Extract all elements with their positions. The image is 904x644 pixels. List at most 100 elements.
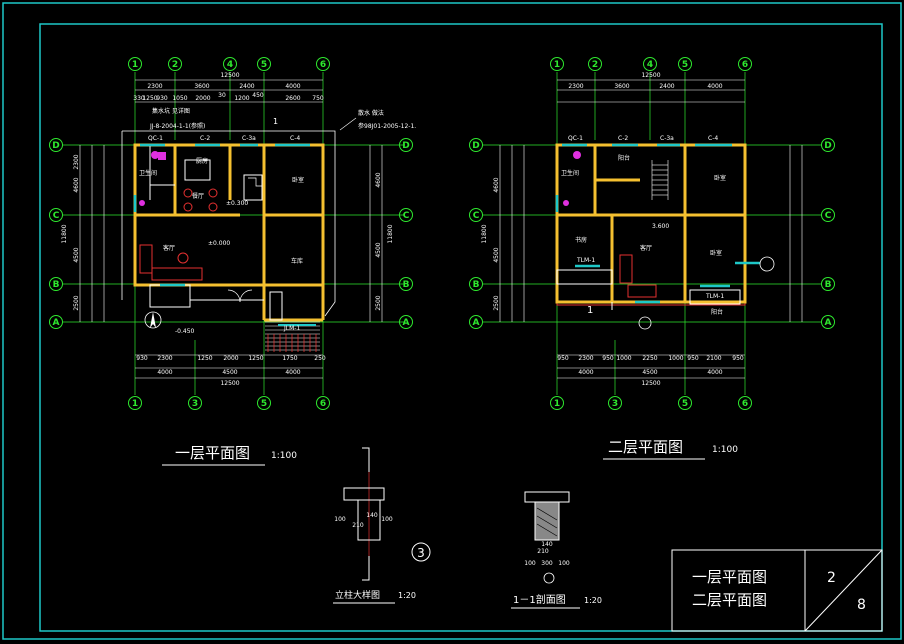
axis2-label-right-A: A <box>825 318 832 328</box>
note-apron-ref: 参98J01-2005-12-1. <box>358 122 416 130</box>
dim-first-top-span-3: 2400 <box>239 83 254 90</box>
room-dining-label: 餐厅 <box>192 192 204 200</box>
room-wc-label: 卫生间 <box>139 169 157 177</box>
axis-label-right-A: A <box>403 318 410 328</box>
sheet-total: 8 <box>857 597 866 613</box>
door2-tlm-b: TLM-1 <box>705 293 724 300</box>
axis2-label-left-C: C <box>473 211 480 221</box>
section-1-1: 140 210 100 300 100 1－1剖面图 1:20 <box>511 491 602 609</box>
dim-first-bottom-detail-7: 250 <box>314 355 326 362</box>
room2-bedroom-b-label: 卧室 <box>710 249 722 257</box>
section-title: 1－1剖面图 <box>513 593 566 606</box>
note-sump-ref: JJ-8-2004-1-1(参照) <box>149 122 205 130</box>
elevation-first-2: ±0.000 <box>208 240 230 247</box>
garage-door-label: JLM-1 <box>283 325 300 332</box>
room2-study-label: 书房 <box>575 236 587 244</box>
dim-second-bottom-span-2: 4500 <box>642 369 657 376</box>
axis-label-bottom-1: 1 <box>132 399 138 409</box>
room-garage-label: 车库 <box>291 257 303 265</box>
axis-label-right-D: D <box>402 141 409 151</box>
dim-first-top-span-4: 4000 <box>285 83 300 90</box>
axis-label-top-5: 6 <box>320 60 326 70</box>
axis2-label-left-A: A <box>473 318 480 328</box>
dim-first-right-3: 2500 <box>375 295 382 310</box>
dim-second-overall-bottom: 12500 <box>641 380 660 387</box>
dim-second-bottom-detail-5: 2250 <box>642 355 657 362</box>
dim-second-bottom-detail-8: 2100 <box>706 355 721 362</box>
room2-balcony-a-label: 阳台 <box>618 154 630 162</box>
room-living-label: 客厅 <box>163 244 175 252</box>
column-detail-title: 立柱大样图 <box>335 589 380 601</box>
dim-first-left-1: 2300 <box>73 154 80 169</box>
axis-label-top-3: 4 <box>227 60 233 70</box>
win-second-c4: C-4 <box>708 135 718 142</box>
room2-living-label: 客厅 <box>640 244 652 252</box>
dim-first-top-detail-3: 930 <box>156 95 168 102</box>
dim-first-right-2: 4500 <box>375 242 382 257</box>
axis-label-top-2: 2 <box>172 60 178 70</box>
dim-first-bottom-span-1: 4000 <box>157 369 172 376</box>
elevation-first-1: ±0.300 <box>226 200 248 207</box>
axis2-label-top-4: 5 <box>682 60 688 70</box>
column-dim-4: 100 <box>381 516 393 523</box>
dim-first-left-3: 4500 <box>73 247 80 262</box>
dim-first-top-span-1: 2300 <box>147 83 162 90</box>
dim-second-left-2: 4500 <box>493 247 500 262</box>
detail-marker-3: 3 <box>417 546 425 560</box>
dim-second-top-span-3: 2400 <box>659 83 674 90</box>
section-dim-1: 140 <box>541 541 553 548</box>
room2-bedroom-a-label: 卧室 <box>714 174 726 182</box>
dim-first-top-detail-1: 330 <box>133 95 145 102</box>
dim-first-bottom-detail-4: 2000 <box>223 355 238 362</box>
note-sump: 集水坑 见详图 <box>152 107 190 115</box>
dim-second-bottom-span-3: 4000 <box>707 369 722 376</box>
title-block: 一层平面图 二层平面图 2 8 <box>671 549 883 632</box>
column-dim-1: 100 <box>334 516 346 523</box>
dim-second-top-span-1: 2300 <box>568 83 583 90</box>
axis2-label-right-C: C <box>825 211 832 221</box>
win-first-c2: C-2 <box>200 135 210 142</box>
axis2-label-top-5: 6 <box>742 60 748 70</box>
dim-second-top-span-2: 3600 <box>614 83 629 90</box>
win-second-c3a: C-3a <box>660 135 674 142</box>
first-floor-title: 一层平面图 <box>175 444 250 462</box>
title-block-line1: 一层平面图 <box>692 568 767 586</box>
dim-first-top-detail-7: 1200 <box>234 95 249 102</box>
column-detail-scale: 1:20 <box>398 591 416 600</box>
axis2-label-bottom-3: 5 <box>682 399 688 409</box>
dim-second-left-3: 2500 <box>493 295 500 310</box>
first-floor-plan: 1 2 4 5 6 1 3 5 6 D C B A D C B A 12500 … <box>49 57 416 466</box>
dim-first-top-detail-6: 30 <box>218 92 226 99</box>
axis-label-left-D: D <box>52 141 59 151</box>
axis-label-right-C: C <box>403 211 410 221</box>
dim-first-bottom-detail-5: 1250 <box>248 355 263 362</box>
inner-frame <box>39 23 883 632</box>
axis-label-top-1: 1 <box>132 60 138 70</box>
dim-second-bottom-detail-7: 950 <box>687 355 699 362</box>
column-dim-3: 140 <box>366 512 378 519</box>
section-cut-marker-first: 1 <box>273 117 278 126</box>
dim-second-left-overall: 11800 <box>481 224 488 243</box>
section-dim-4: 300 <box>541 560 553 567</box>
axis-label-right-B: B <box>403 280 410 290</box>
dim-first-top-detail-5: 2000 <box>195 95 210 102</box>
dim-second-bottom-detail-6: 1000 <box>668 355 683 362</box>
axis2-label-right-D: D <box>824 141 831 151</box>
axis-label-left-A: A <box>53 318 60 328</box>
dim-first-left-4: 2500 <box>73 295 80 310</box>
column-dim-2: 210 <box>352 522 364 529</box>
axis2-label-top-3: 4 <box>647 60 653 70</box>
axis2-label-bottom-1: 1 <box>554 399 560 409</box>
section-dim-2: 210 <box>537 548 549 555</box>
axis2-label-bottom-4: 6 <box>742 399 748 409</box>
axis-label-left-B: B <box>53 280 60 290</box>
axis2-label-left-B: B <box>473 280 480 290</box>
dim-first-top-detail-4: 1050 <box>172 95 187 102</box>
win-first-c4: C-4 <box>290 135 300 142</box>
axis2-label-top-2: 2 <box>592 60 598 70</box>
second-floor-plan: 1 1 2 4 5 6 1 3 5 6 D C B A D C B A 125 <box>469 57 835 460</box>
axis2-label-top-1: 1 <box>554 60 560 70</box>
dim-second-bottom-detail-2: 2300 <box>578 355 593 362</box>
